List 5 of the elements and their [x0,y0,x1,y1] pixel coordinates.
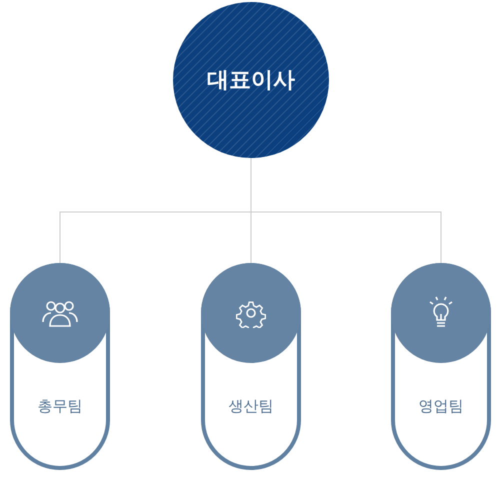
team-name: 영업팀 [418,397,464,416]
title-text: 대표이사 [207,67,295,95]
team-name: 총무팀 [36,397,84,416]
team-name: 생산팀 [228,397,274,416]
connector-line [250,158,442,264]
